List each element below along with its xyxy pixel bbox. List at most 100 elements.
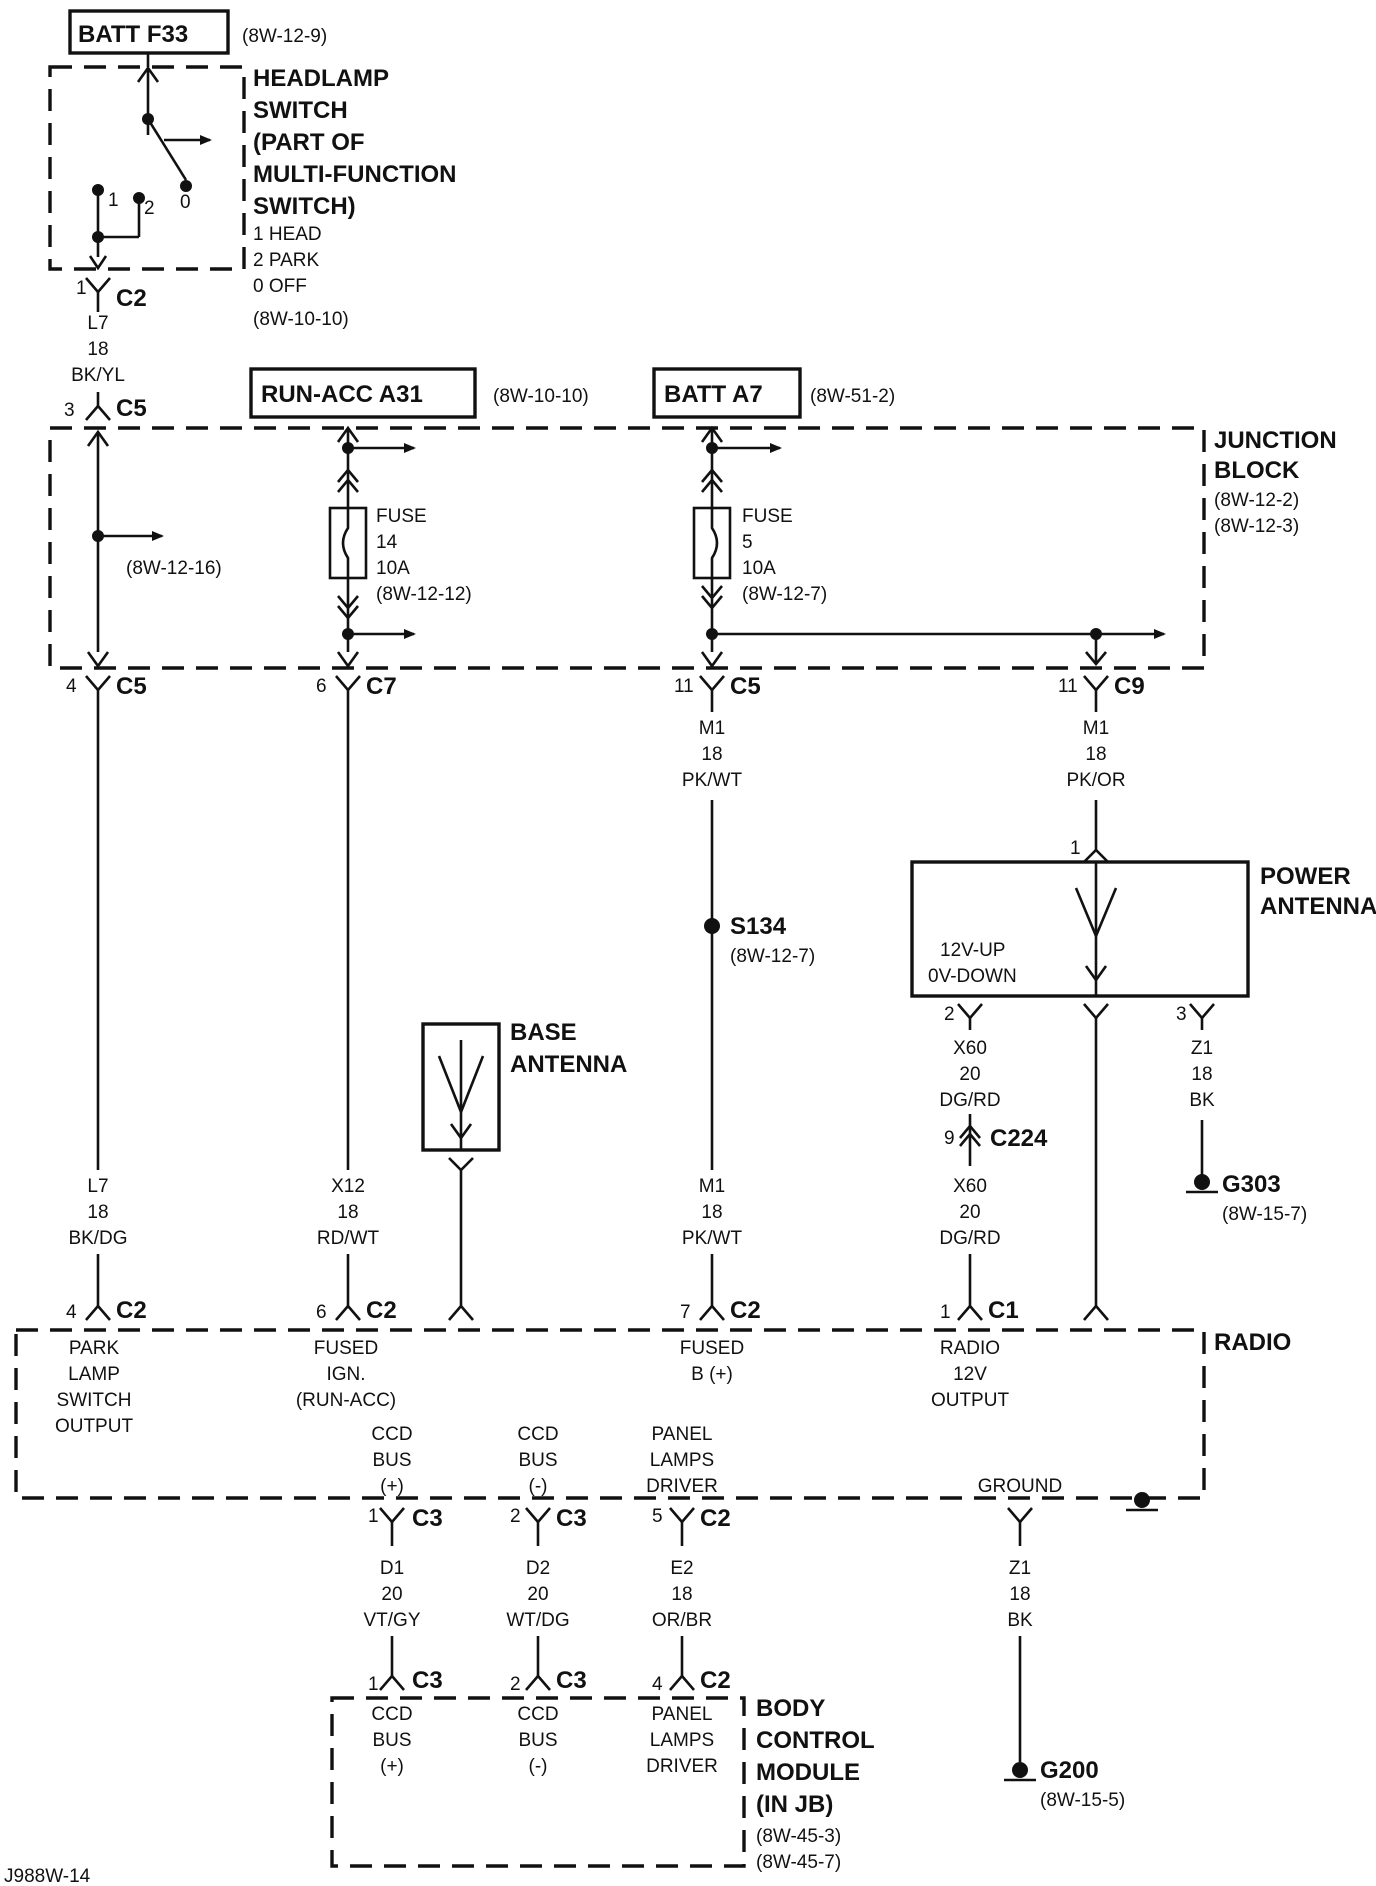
svg-text:C5: C5 <box>116 395 147 422</box>
svg-text:C9: C9 <box>1114 673 1145 700</box>
svg-text:(-): (-) <box>529 1756 548 1777</box>
ground-g200: G200 (8W-15-5) <box>1004 1757 1125 1811</box>
svg-text:CCD: CCD <box>517 1704 558 1725</box>
svg-text:10A: 10A <box>742 558 776 579</box>
svg-text:X60: X60 <box>953 1038 987 1059</box>
svg-text:1: 1 <box>1070 838 1081 859</box>
svg-text:D1: D1 <box>380 1558 404 1579</box>
ground-g303: G303 (8W-15-7) <box>1186 1171 1307 1225</box>
svg-text:18: 18 <box>87 339 108 360</box>
svg-text:(8W-45-3): (8W-45-3) <box>756 1826 841 1847</box>
headlamp-switch-ref: (8W-10-10) <box>253 309 349 330</box>
wire-d1: D1 20 VT/GY <box>363 1558 420 1631</box>
connector-bcm-c3-1: 1 C3 <box>368 1667 443 1695</box>
svg-text:(+): (+) <box>380 1756 404 1777</box>
svg-text:18: 18 <box>1085 744 1106 765</box>
pos-0-label: 0 <box>180 192 191 213</box>
svg-text:(8W-12-3): (8W-12-3) <box>1214 516 1299 537</box>
headlamp-switch-title-5: SWITCH) <box>253 193 356 220</box>
svg-text:1: 1 <box>368 1506 379 1527</box>
pos-2-label: 2 <box>144 198 155 219</box>
svg-text:VT/GY: VT/GY <box>363 1610 420 1631</box>
headlamp-switch-title-1: HEADLAMP <box>253 65 389 92</box>
run-acc-a31-source: RUN-ACC A31 (8W-10-10) <box>249 367 589 419</box>
svg-text:BK: BK <box>1189 1090 1215 1111</box>
svg-text:MODULE: MODULE <box>756 1759 860 1786</box>
svg-text:BK/YL: BK/YL <box>71 365 125 386</box>
svg-text:C2: C2 <box>730 1297 761 1324</box>
svg-text:PK/OR: PK/OR <box>1066 770 1125 791</box>
svg-text:(8W-12-7): (8W-12-7) <box>730 946 815 967</box>
svg-text:FUSED: FUSED <box>314 1338 378 1359</box>
svg-text:BODY: BODY <box>756 1695 825 1722</box>
svg-text:5: 5 <box>742 532 753 553</box>
switch-blade <box>146 118 188 181</box>
wire-z1-g303: Z1 18 BK <box>1189 1038 1215 1111</box>
svg-text:PANEL: PANEL <box>652 1704 713 1725</box>
svg-text:(-): (-) <box>529 1476 548 1497</box>
wire-l7-bk-yl: L7 18 BK/YL <box>71 313 125 386</box>
svg-text:PANEL: PANEL <box>652 1424 713 1445</box>
headlamp-switch: 1 2 0 HEADLAMP SWITCH (PART OF MULTI-FUN… <box>48 53 457 330</box>
svg-text:11: 11 <box>1058 676 1078 697</box>
svg-text:Z1: Z1 <box>1191 1038 1213 1059</box>
svg-text:IGN.: IGN. <box>326 1364 365 1385</box>
connector-c224: 9 C224 <box>944 1123 1048 1152</box>
svg-text:BUS: BUS <box>372 1730 411 1751</box>
batt-f33-ref: (8W-12-9) <box>242 26 327 47</box>
svg-text:7: 7 <box>680 1302 691 1323</box>
svg-text:11: 11 <box>674 676 694 697</box>
svg-text:0V-DOWN: 0V-DOWN <box>928 966 1017 987</box>
svg-text:G200: G200 <box>1040 1757 1099 1784</box>
wire-d2: D2 20 WT/DG <box>506 1558 569 1631</box>
svg-text:M1: M1 <box>699 1176 725 1197</box>
svg-text:C3: C3 <box>556 1505 587 1532</box>
wire-l7-bk-dg: L7 18 BK/DG <box>68 1176 127 1249</box>
headlamp-legend-3: 0 OFF <box>253 276 307 297</box>
body-control-module: CCD BUS (+) CCD BUS (-) PANEL LAMPS DRIV… <box>330 1695 875 1873</box>
svg-text:(8W-12-7): (8W-12-7) <box>742 584 827 605</box>
svg-text:C2: C2 <box>700 1667 731 1694</box>
svg-text:1: 1 <box>368 1674 379 1695</box>
headlamp-legend-2: 2 PARK <box>253 250 320 271</box>
svg-text:Z1: Z1 <box>1009 1558 1031 1579</box>
svg-text:CONTROL: CONTROL <box>756 1727 875 1754</box>
svg-text:RADIO: RADIO <box>1214 1329 1291 1356</box>
batt-f33-label: BATT F33 <box>78 21 188 48</box>
svg-text:BK/DG: BK/DG <box>68 1228 127 1249</box>
svg-text:CCD: CCD <box>371 1704 412 1725</box>
junction-block-boundary <box>48 426 1206 670</box>
svg-text:OR/BR: OR/BR <box>652 1610 712 1631</box>
jb-c5-ref: (8W-12-16) <box>126 558 222 579</box>
svg-text:9: 9 <box>944 1128 955 1149</box>
radio-power-antenna-input <box>1083 1304 1109 1321</box>
svg-text:PARK: PARK <box>69 1338 120 1359</box>
svg-text:FUSE: FUSE <box>376 506 427 527</box>
svg-text:2: 2 <box>510 1674 521 1695</box>
svg-text:2: 2 <box>510 1506 521 1527</box>
conn-pin: 1 <box>76 278 87 299</box>
wire-m1-pk-or: M1 18 PK/OR <box>1066 718 1125 791</box>
connector-radio-c2-4: 4 C2 <box>66 1297 147 1324</box>
svg-text:ANTENNA: ANTENNA <box>1260 893 1376 920</box>
page-code: J988W-14 <box>4 1866 91 1886</box>
svg-text:OUTPUT: OUTPUT <box>931 1390 1010 1411</box>
svg-text:B (+): B (+) <box>691 1364 733 1385</box>
wire-x60-upper: X60 20 DG/RD <box>939 1038 1000 1111</box>
wire-x12-rd-wt: X12 18 RD/WT <box>317 1176 380 1249</box>
svg-text:M1: M1 <box>1083 718 1109 739</box>
wire-m1-pk-wt-lower: M1 18 PK/WT <box>682 1176 743 1249</box>
svg-text:DRIVER: DRIVER <box>646 1476 718 1497</box>
radio: RADIO PARK LAMP SWITCH OUTPUT FUSED IGN.… <box>14 1328 1291 1512</box>
radio-antenna-input <box>448 1304 474 1321</box>
connector-jb-out-c7: 6 C7 <box>316 673 397 700</box>
pos-1-label: 1 <box>108 190 119 211</box>
svg-text:BUS: BUS <box>518 1730 557 1751</box>
headlamp-legend-1: 1 HEAD <box>253 224 322 245</box>
svg-text:BUS: BUS <box>518 1450 557 1471</box>
svg-text:RUN-ACC A31: RUN-ACC A31 <box>261 381 423 408</box>
svg-text:CCD: CCD <box>517 1424 558 1445</box>
svg-text:M1: M1 <box>699 718 725 739</box>
radio-boundary <box>14 1328 1206 1500</box>
